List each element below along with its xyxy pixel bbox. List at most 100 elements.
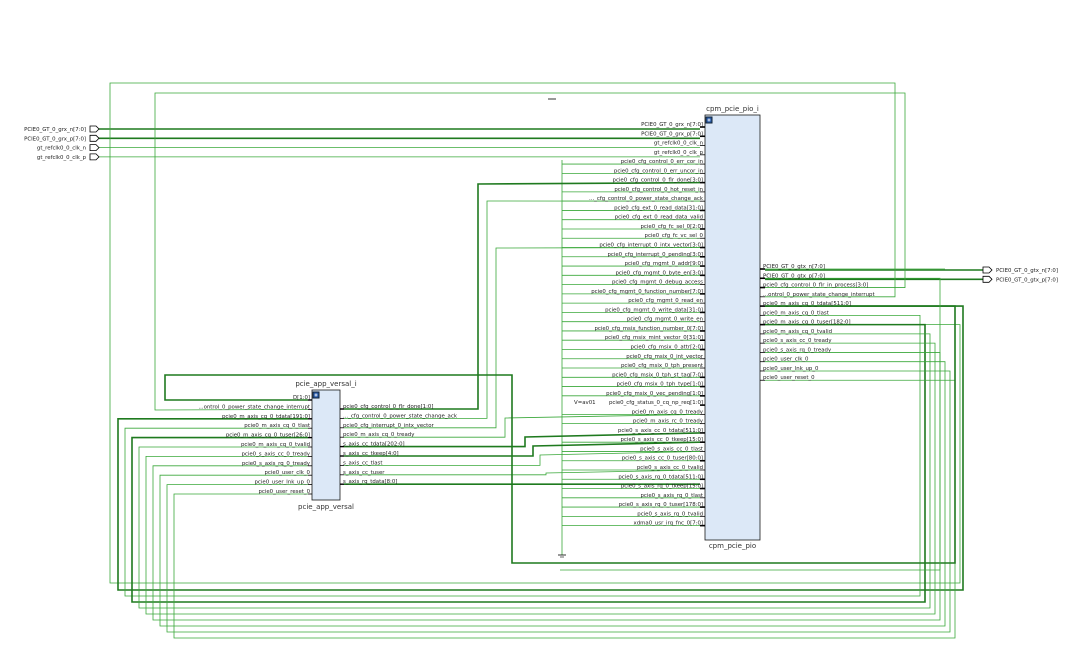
cpm-right-port-label: pcie0_m_axis_cq_0_tdata[511:0] bbox=[763, 301, 851, 307]
app-left-port-label: pcie0_m_axis_cq_0_tvalid bbox=[241, 442, 310, 448]
return-wire bbox=[166, 370, 951, 633]
app-right-port-label: s_axis_rq_tdata[8:0] bbox=[343, 479, 397, 485]
cpm-left-port-label: pcie0_cfg_control_0_flr_done[3:0] bbox=[613, 178, 703, 184]
cpm-left-port-label: PCIE0_GT_0_grx_n[7:0] bbox=[641, 122, 703, 128]
cpm-left-port-label: pcie0_s_axis_cc_0_tvalid bbox=[637, 465, 703, 471]
cpm-left-port-label: pcie0_cfg_mgmt_0_write_en bbox=[627, 317, 703, 323]
cpm-pcie-pio-block[interactable] bbox=[704, 114, 761, 541]
feed-wire bbox=[344, 441, 701, 457]
cpm-left-port-label: pcie0_cfg_control_0_err_uncor_in bbox=[614, 168, 703, 174]
output-port-icon[interactable] bbox=[982, 266, 993, 274]
feed-wire bbox=[344, 413, 701, 438]
cpm-left-port-label: pcie0_cfg_mgmt_0_byte_en[3:0] bbox=[615, 270, 703, 276]
bus-loop-wire bbox=[164, 305, 956, 564]
plus-glyph-icon bbox=[707, 118, 711, 122]
cpm-left-port-label: pcie0_cfg_msix_0_vec_pending[1:0] bbox=[606, 391, 703, 397]
loop-wire bbox=[154, 92, 906, 411]
cpm-left-port-label: ..._cfg_control_0_power_state_change_ack bbox=[589, 196, 704, 202]
feed-wire bbox=[344, 432, 701, 448]
input-port-icon[interactable] bbox=[89, 125, 100, 133]
external-input-label[interactable]: PCIE0_GT_0_grx_p[7:0] bbox=[24, 136, 86, 142]
cpm-left-port-label: pcie0_s_axis_rq_0_tdata[511:0] bbox=[618, 474, 703, 480]
cpm-right-port-label: pcie0_m_axis_cq_0_tvalid bbox=[763, 329, 832, 335]
cpm-right-port-label: pcie0_user_lnk_up_0 bbox=[763, 366, 819, 372]
cpm-left-port-label: pcie0_s_axis_cc_0_tlast bbox=[640, 446, 703, 452]
wires-layer bbox=[99, 82, 983, 639]
app-left-port-label: ...ontrol_0_power_state_change_interrupt bbox=[198, 404, 310, 410]
external-input-label[interactable]: PCIE0_GT_0_grx_n[7:0] bbox=[24, 127, 86, 133]
app-right-port-label: pcie0_cfg_control_0_flr_done[1:0] bbox=[343, 404, 433, 410]
input-port-icon[interactable] bbox=[89, 153, 100, 161]
cpm-left-port-label: pcie0_cfg_control_0_hot_reset_in bbox=[614, 187, 703, 193]
cpm-left-port-label: pcie0_cfg_control_0_err_cor_in bbox=[621, 159, 703, 165]
cpm-left-port-label: pcie0_cfg_msix_mint_vector_0[31:0] bbox=[605, 335, 703, 341]
return-wire bbox=[152, 352, 941, 621]
app-left-port-label: pcie0_s_axis_cc_0_tready bbox=[241, 451, 310, 457]
return-wire bbox=[131, 323, 926, 603]
feed-wire bbox=[344, 469, 701, 476]
cpm-left-port-label: pcie0_s_axis_rq_0_tlast bbox=[640, 493, 703, 499]
feed-wire bbox=[344, 451, 701, 466]
cpm-right-port-label: PCIE0_GT_0_gtx_n[7:0] bbox=[763, 264, 825, 270]
cpm-left-port-label: pcie0_cfg_mgmt_0_write_data[31:0] bbox=[605, 307, 703, 313]
cpm-right-port-label: PCIE0_GT_0_gtx_p[7:0] bbox=[763, 273, 825, 279]
cpm-left-port-label: pcie0_cfg_ext_0_read_data[31:0] bbox=[614, 205, 703, 211]
cpm-right-port-label: ...ontrol_0_power_state_change_interrupt bbox=[763, 292, 875, 298]
output-port-icon[interactable] bbox=[982, 275, 993, 283]
cpm-left-port-label: pcie0_m_axis_cq_0_tready bbox=[632, 409, 704, 415]
feed-wire bbox=[344, 200, 701, 419]
cpm-left-port-label: pcie0_m_axis_rc_0_tready bbox=[633, 419, 704, 425]
input-port-icon[interactable] bbox=[89, 144, 100, 151]
cpm-right-port-label: pcie0_m_axis_cq_0_tlast bbox=[763, 310, 829, 316]
external-input-label[interactable]: gt_refclk0_0_clk_n bbox=[37, 146, 86, 152]
feed-wire bbox=[344, 181, 701, 410]
cpm-left-port-label: pcie0_cfg_mgmt_0_addr[9:0] bbox=[625, 261, 703, 267]
app-right-port-label: pcie0_m_axis_cq_0_tready bbox=[343, 432, 415, 438]
app-left-port-label: pcie0_m_axis_cq_0_tdata[191:0] bbox=[222, 414, 310, 420]
cpm-left-port-label: pcie0_cfg_msix_0_attr[2:0] bbox=[631, 344, 704, 350]
external-output-label[interactable]: PCIE0_GT_0_gtx_n[7:0] bbox=[996, 268, 1058, 274]
app-right-port-label: s_axis_cc_tuser bbox=[343, 470, 385, 476]
pcie-app-versal-block[interactable] bbox=[311, 389, 341, 501]
cpm-left-port-label: pcie0_cfg_msix_0_tph_st_tag[7:0] bbox=[612, 372, 703, 378]
cpm-left-port-label: pcie0_cfg_mgmt_0_read_en bbox=[628, 298, 703, 304]
blocks-layer bbox=[89, 98, 993, 558]
loop-wire bbox=[109, 82, 961, 584]
cpm-left-port-label: pcie0_s_axis_rq_0_tvalid bbox=[637, 511, 703, 517]
cpm-left-port-label: pcie0_cfg_msix_0_tph_type[1:0] bbox=[617, 382, 703, 388]
external-input-label[interactable]: gt_refclk0_0_clk_p bbox=[37, 155, 87, 161]
cpm-left-port-label: gt_refclk0_0_clk_p bbox=[654, 150, 704, 156]
cpm-left-port-label: pcie0_cfg_interrupt_0_intx_vector[3:0] bbox=[599, 243, 703, 249]
cpm-left-port-label: pcie0_s_axis_rq_0_tuser[178:0] bbox=[619, 502, 703, 508]
cpm-left-port-label: pcie0_s_axis_cc_0_tdata[511:0] bbox=[618, 428, 703, 434]
return-wire bbox=[124, 314, 921, 597]
cpm-left-port-label: pcie0_s_axis_rq_0_tkeep[15:0] bbox=[621, 484, 703, 490]
cpm-right-port-label: pcie0_user_reset_0 bbox=[763, 375, 815, 381]
cpm-left-port-label: xdma0_usr_irq_fnc_0[7:0] bbox=[634, 521, 703, 527]
app-right-port-label: ..._cfg_control_0_power_state_change_ack bbox=[343, 413, 458, 419]
cpm-left-port-label: pcie0_cfg_status_0_cq_np_req[1:0] bbox=[609, 400, 703, 406]
app-left-port-label: pcie0_user_lnk_up_0 bbox=[255, 480, 311, 486]
cpm-instance-name[interactable]: cpm_pcie_pio_i bbox=[706, 105, 759, 113]
cpm-left-port-label: gt_refclk0_0_clk_n bbox=[654, 141, 703, 147]
cpm-right-port-label: pcie0_m_axis_cq_0_tuser[182:0] bbox=[763, 320, 851, 326]
input-port-icon[interactable] bbox=[89, 134, 100, 142]
cpm-status-prefix-label: V=av01 bbox=[574, 400, 596, 406]
return-wire bbox=[173, 379, 956, 639]
cpm-left-port-label: pcie0_cfg_ext_0_read_data_valid bbox=[615, 215, 703, 221]
app-left-port-label: pcie0_m_axis_cq_0_tuser[26:0] bbox=[226, 433, 310, 439]
cpm-right-port-label: pcie0_cfg_control_0_flr_in_process[3:0] bbox=[763, 283, 868, 289]
return-wire bbox=[117, 305, 964, 591]
app-left-port-label: pcie0_user_reset_0 bbox=[258, 489, 310, 495]
external-output-label[interactable]: PCIE0_GT_0_gtx_p[7:0] bbox=[996, 277, 1058, 283]
cpm-right-port-label: pcie0_s_axis_cc_0_tready bbox=[763, 338, 832, 344]
app-left-port-label: pcie0_s_axis_rq_0_tready bbox=[242, 461, 311, 467]
cpm-left-port-label: pcie0_cfg_fc_vc_sel_0 bbox=[645, 233, 704, 239]
cpm-module-name: cpm_pcie_pio bbox=[709, 542, 756, 550]
plus-glyph-icon bbox=[314, 393, 318, 397]
cpm-left-port-label: pcie0_cfg_msix_function_number_0[7:0] bbox=[594, 326, 703, 332]
cpm-right-port-label: pcie0_s_axis_rq_0_tready bbox=[763, 347, 832, 353]
app-instance-name[interactable]: pcie_app_versal_i bbox=[295, 380, 356, 388]
cpm-left-port-label: pcie0_s_axis_cc_0_tuser[80:0] bbox=[622, 456, 703, 462]
